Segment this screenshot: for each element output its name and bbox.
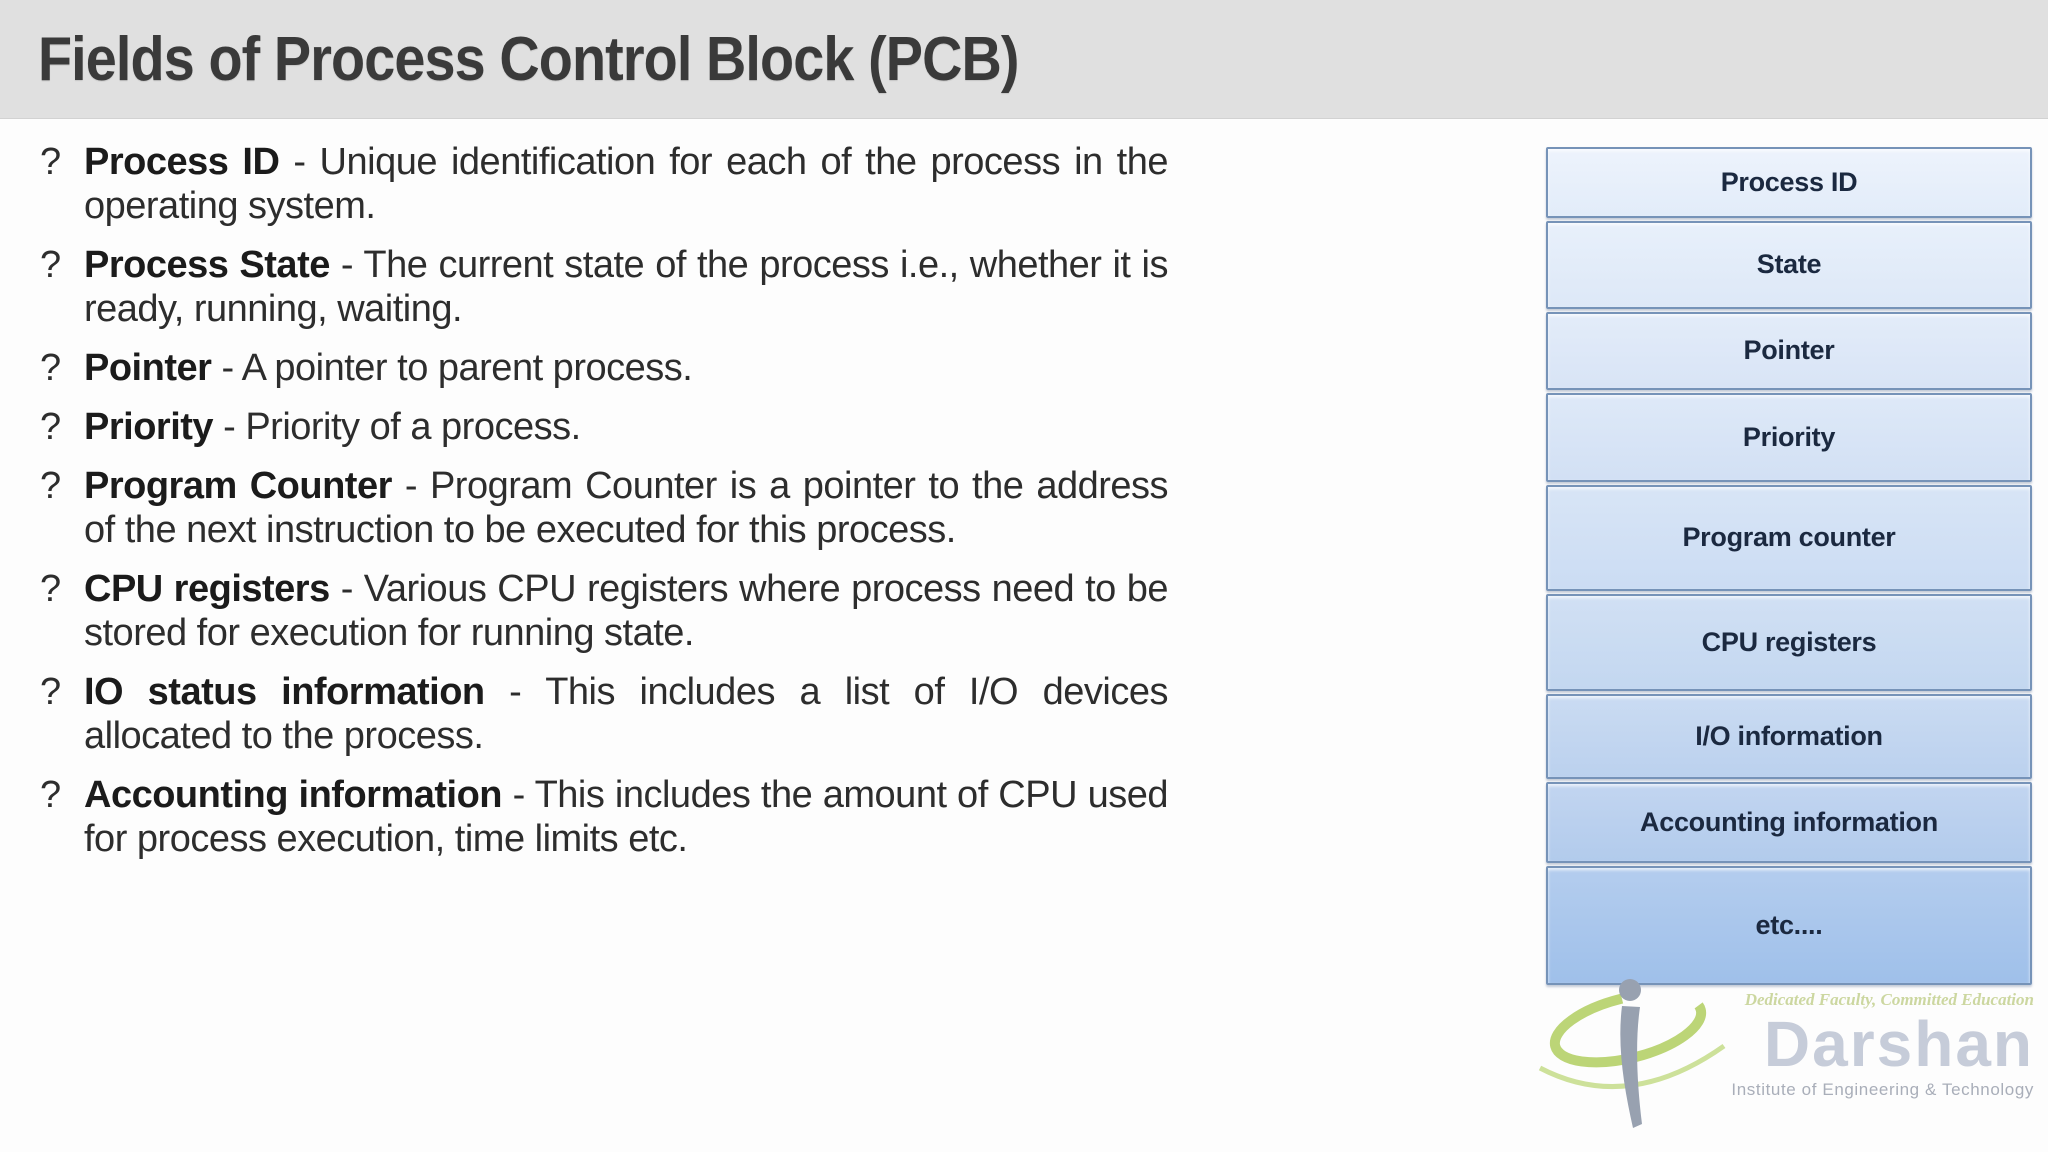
bullet-item-program-counter: ? Program Counter - Program Counter is a … [40, 464, 1169, 552]
darshan-logo-mark-icon [1538, 979, 1726, 1128]
pcb-field-label: Pointer [1743, 335, 1835, 366]
bullet-term: Process State [84, 244, 330, 286]
bullet-term: CPU registers [84, 568, 330, 610]
pcb-field-state: State [1546, 220, 2032, 309]
logo-subtitle: Institute of Engineering & Technology [1731, 1080, 2034, 1099]
title-bar: Fields of Process Control Block (PCB) [0, 0, 2048, 119]
pcb-field-label: State [1756, 249, 1822, 280]
bullet-desc: - Priority of a process. [213, 406, 581, 448]
bullet-marker: ? [40, 465, 61, 507]
bullet-item-accounting: ? Accounting information - This includes … [40, 773, 1168, 861]
bullet-term: Priority [84, 406, 214, 448]
bullet-marker: ? [40, 244, 61, 286]
pcb-diagram: Process ID State Pointer Priority Progra… [1546, 147, 2032, 986]
slide-title: Fields of Process Control Block (PCB) [38, 24, 1019, 94]
pcb-field-label: Accounting information [1640, 806, 1938, 837]
bullet-desc: - A pointer to parent process. [211, 347, 693, 389]
bullet-marker: ? [40, 568, 61, 610]
pcb-field-label: etc.... [1755, 909, 1823, 940]
pcb-field-priority: Priority [1546, 392, 2032, 482]
pcb-field-cpu-registers: CPU registers [1546, 593, 2032, 691]
pcb-field-process-id: Process ID [1546, 147, 2032, 218]
pcb-field-pointer: Pointer [1546, 311, 2032, 390]
bullet-term: Pointer [84, 347, 212, 389]
bullet-item-priority: ? Priority - Priority of a process. [40, 405, 1168, 449]
bullet-list: ? Process ID - Unique identification for … [40, 140, 1169, 876]
bullet-desc: - Program Counter is a pointer to the ad… [84, 465, 1169, 551]
bullet-desc: - Unique identification for each of the … [84, 141, 1168, 227]
darshan-logo: Dedicated Faculty, Committed Education D… [1528, 972, 2040, 1147]
bullet-term: Program Counter [84, 465, 392, 507]
bullet-desc: - This includes a list of I/O devices al… [84, 671, 1169, 757]
pcb-field-label: Program counter [1682, 522, 1896, 553]
bullet-term: Accounting information [84, 774, 503, 816]
bullet-item-io-status: ? IO status information - This includes a… [40, 670, 1169, 758]
bullet-term: Process ID [84, 141, 280, 183]
logo-tagline: Dedicated Faculty, Committed Education [1744, 990, 2034, 1009]
bullet-term: IO status information [84, 671, 485, 713]
bullet-marker: ? [40, 347, 61, 389]
bullet-item-cpu-registers: ? CPU registers - Various CPU registers w… [40, 567, 1169, 655]
bullet-desc: - This includes the amount of CPU used f… [84, 774, 1168, 860]
logo-brand: Darshan [1763, 1008, 2034, 1080]
pcb-field-label: I/O information [1695, 720, 1883, 751]
pcb-field-accounting-information: Accounting information [1546, 781, 2032, 863]
bullet-marker: ? [40, 671, 61, 713]
bullet-marker: ? [40, 406, 61, 448]
pcb-field-label: Process ID [1720, 166, 1858, 197]
bullet-item-process-id: ? Process ID - Unique identification for … [40, 140, 1168, 228]
bullet-marker: ? [40, 141, 61, 183]
bullet-item-process-state: ? Process State - The current state of th… [40, 243, 1169, 331]
bullet-marker: ? [40, 774, 61, 816]
bullet-desc: - Various CPU registers where process ne… [84, 568, 1169, 654]
darshan-logo-text: Dedicated Faculty, Committed Education D… [1684, 990, 2034, 1100]
pcb-field-io-information: I/O information [1546, 693, 2032, 779]
pcb-field-program-counter: Program counter [1546, 484, 2032, 591]
bullet-item-pointer: ? Pointer - A pointer to parent process. [40, 346, 1168, 390]
pcb-field-label: CPU registers [1701, 626, 1877, 657]
pcb-field-label: Priority [1742, 421, 1836, 452]
pcb-field-etc: etc.... [1546, 865, 2032, 986]
bullet-desc: - The current state of the process i.e.,… [84, 244, 1169, 330]
